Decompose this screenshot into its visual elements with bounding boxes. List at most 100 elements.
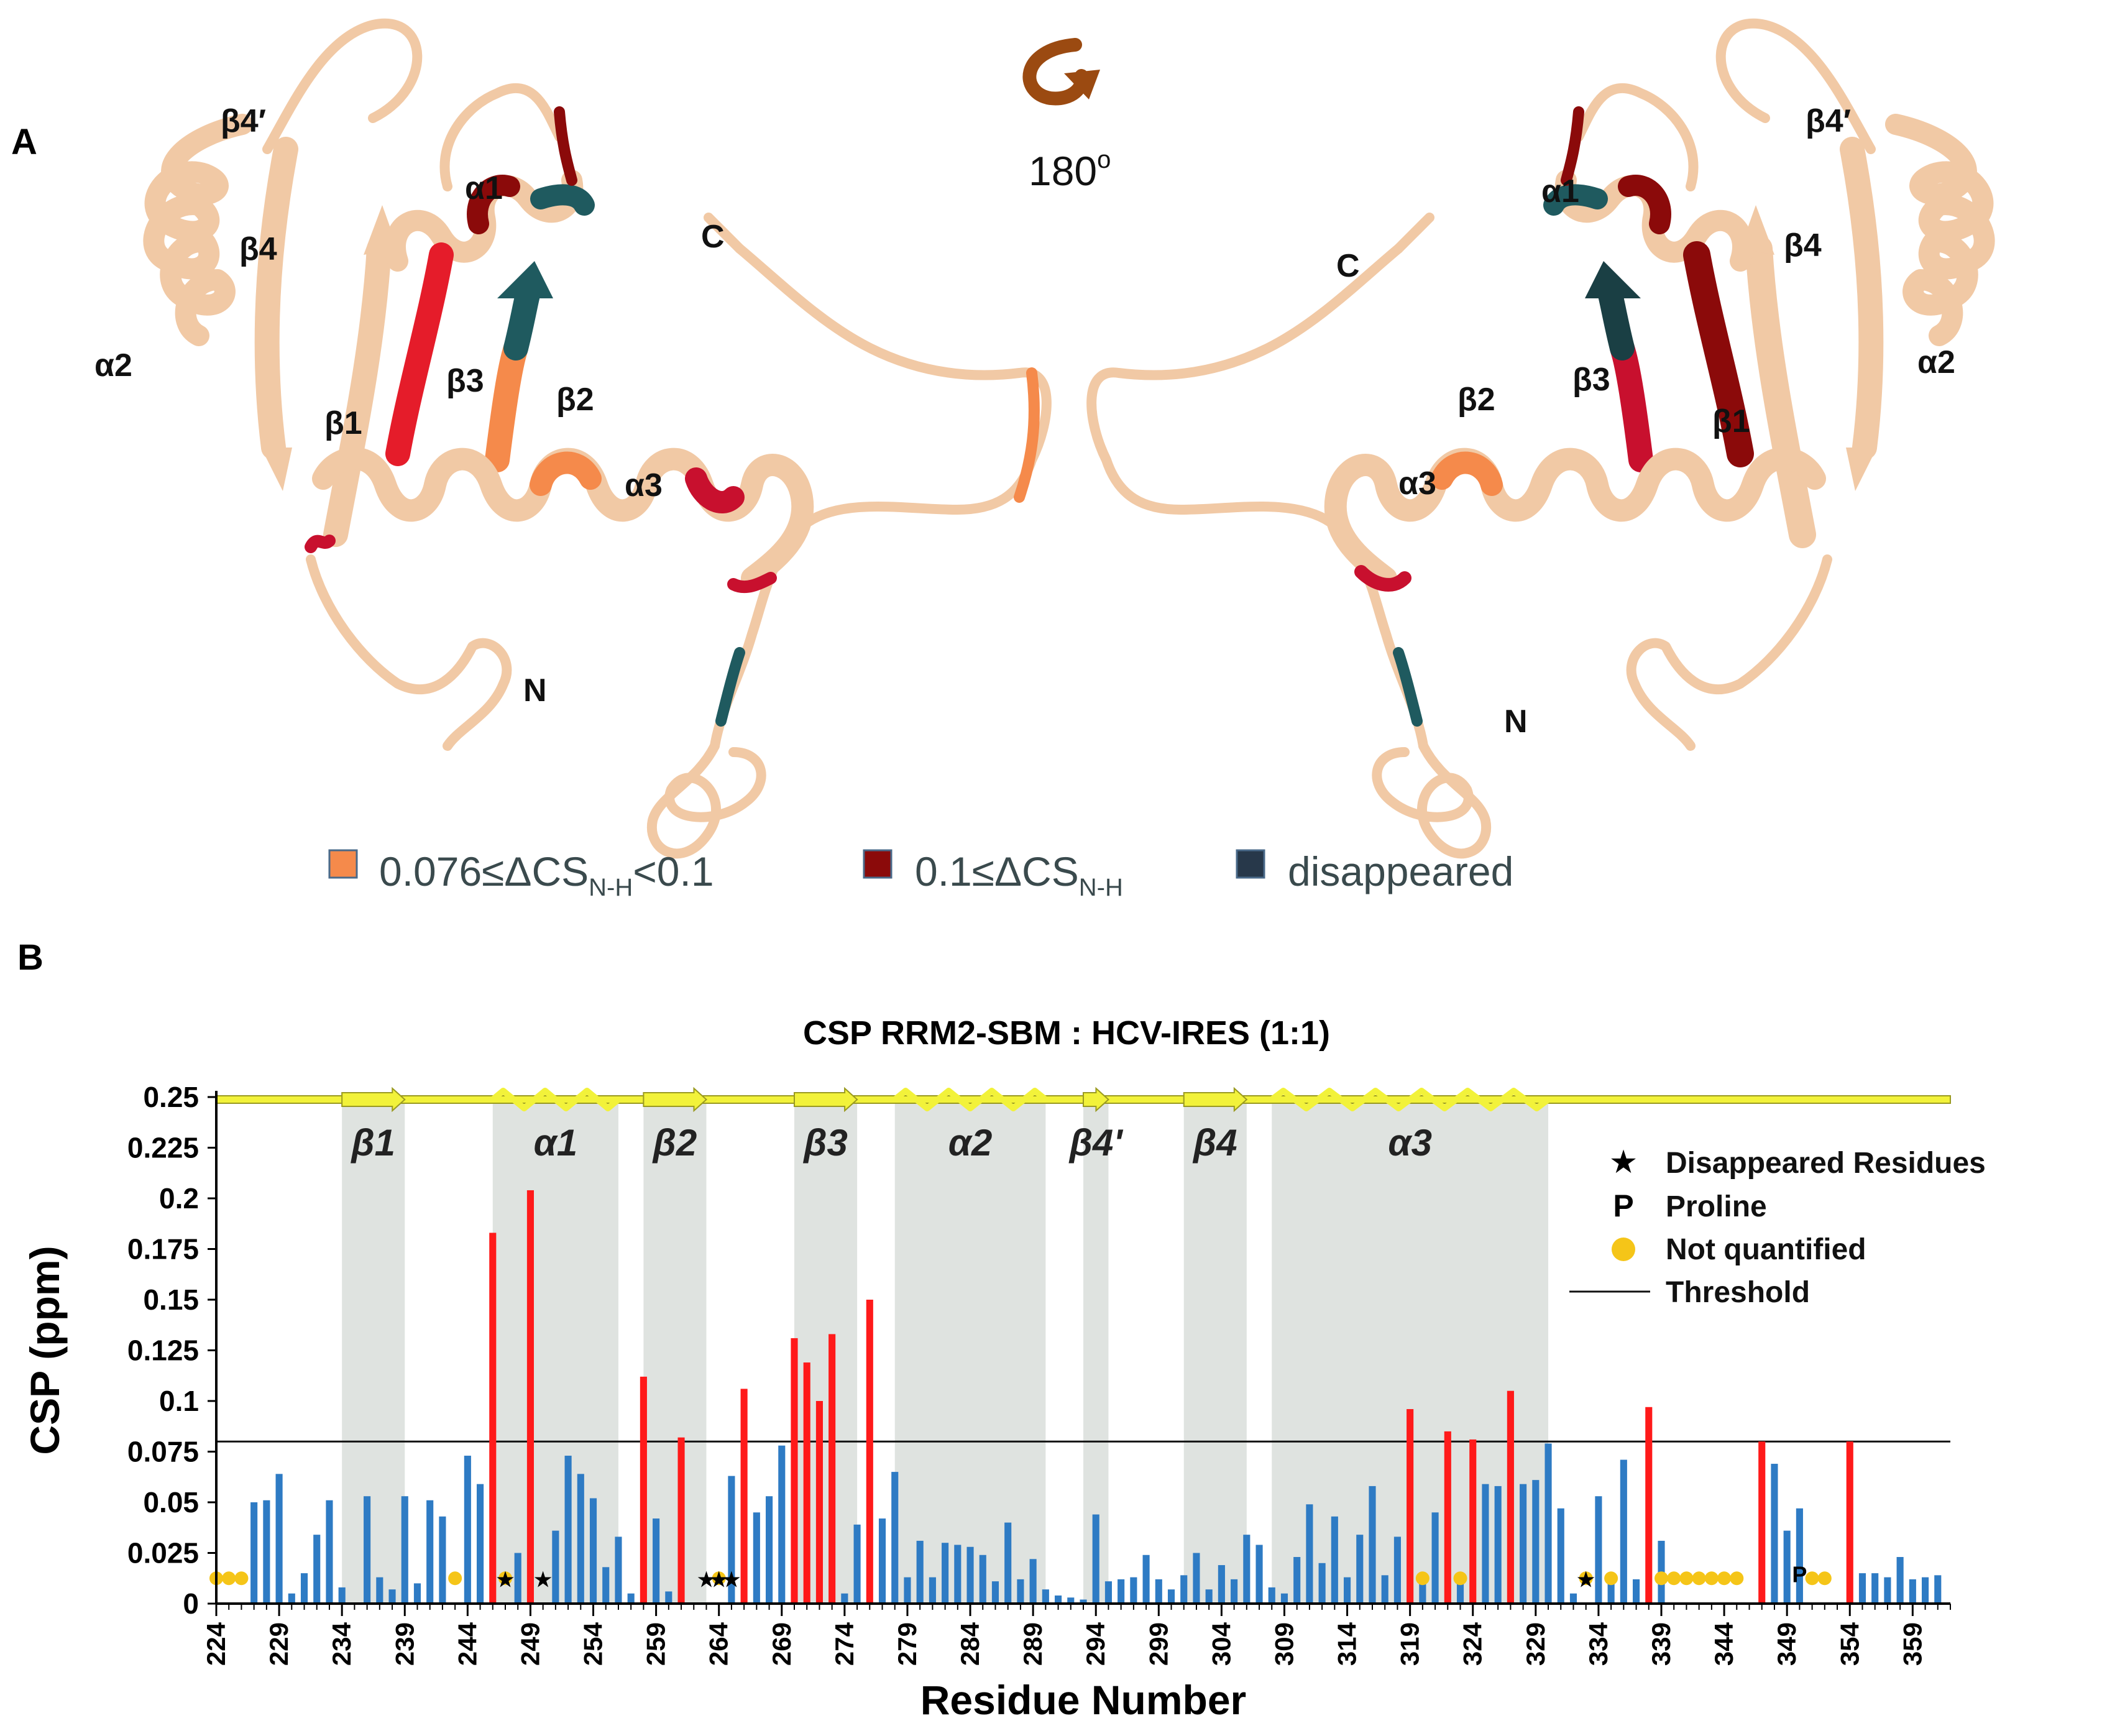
x-tick-label-19: 319 <box>1395 1622 1425 1666</box>
not-quantified-dot-225 <box>222 1571 236 1586</box>
bar-291 <box>1055 1595 1062 1604</box>
bar-261 <box>677 1437 685 1604</box>
right-label-a1: α1 <box>1541 173 1579 209</box>
bar-332 <box>1569 1593 1577 1604</box>
y-tick-label-1: 0.025 <box>127 1537 199 1569</box>
bar-337 <box>1633 1579 1640 1604</box>
bar-253 <box>577 1474 584 1604</box>
right-protein-cartoon <box>1086 18 1995 859</box>
ss-shade-0 <box>342 1097 405 1604</box>
bar-284 <box>966 1546 974 1604</box>
y-tick-label-9: 0.225 <box>127 1132 199 1164</box>
bar-229 <box>275 1474 283 1604</box>
ss-strand-3 <box>794 1086 858 1113</box>
ss-label-0: β1 <box>350 1122 395 1164</box>
y-tick-label-8: 0.2 <box>159 1182 199 1215</box>
bar-297 <box>1130 1577 1137 1604</box>
x-tick-label-27: 359 <box>1898 1622 1927 1666</box>
bar-328 <box>1520 1484 1527 1604</box>
x-tick-label-2: 234 <box>327 1622 356 1666</box>
bar-283 <box>954 1545 962 1604</box>
ss-helix-7 <box>1270 1088 1551 1111</box>
bar-336 <box>1620 1459 1627 1604</box>
bar-260 <box>665 1591 672 1604</box>
bar-280 <box>916 1540 924 1604</box>
ss-label-7: α3 <box>1388 1122 1432 1164</box>
x-tick-label-21: 329 <box>1521 1622 1550 1666</box>
bar-313 <box>1331 1516 1338 1604</box>
bar-348 <box>1771 1464 1778 1604</box>
bar-239 <box>401 1496 408 1604</box>
bar-268 <box>766 1496 773 1604</box>
right-label-a2: α2 <box>1917 344 1955 380</box>
bar-308 <box>1268 1587 1275 1604</box>
left-structure-labels: β4′ α1 β4 C α2 β3 β2 β1 α3 N <box>94 103 725 709</box>
y-tick-label-4: 0.1 <box>159 1385 199 1417</box>
panel-a-legend: 0.076≤ΔCSN-H<0.1 0.1≤ΔCSN-H disappeared <box>328 848 1513 901</box>
bar-248 <box>514 1553 521 1604</box>
bar-296 <box>1118 1579 1125 1604</box>
bar-356 <box>1871 1573 1879 1604</box>
ss-shade-6 <box>1183 1097 1247 1604</box>
x-tick-label-23: 339 <box>1646 1622 1676 1666</box>
bar-301 <box>1180 1575 1188 1604</box>
bar-316 <box>1369 1486 1376 1604</box>
disappeared-star-250: ★ <box>533 1566 553 1592</box>
bar-359 <box>1909 1579 1916 1604</box>
ss-strand-6 <box>1183 1086 1248 1113</box>
bar-236 <box>364 1496 371 1604</box>
legend-swatch-navy <box>1236 849 1265 879</box>
ss-strand-2 <box>643 1086 707 1113</box>
right-label-a3: α3 <box>1398 466 1436 502</box>
not-quantified-dot-344 <box>1717 1571 1732 1586</box>
x-tick-label-26: 354 <box>1835 1622 1864 1666</box>
x-tick-label-13: 289 <box>1018 1622 1047 1666</box>
ss-label-4: α2 <box>948 1122 993 1164</box>
y-tick-label-10: 0.25 <box>143 1081 199 1113</box>
x-tick-label-12: 284 <box>955 1622 984 1666</box>
ss-label-3: β3 <box>802 1122 848 1164</box>
bar-228 <box>263 1500 270 1604</box>
legend-text-disappeared: disappeared <box>1288 848 1513 894</box>
proline-mark-350: P <box>1792 1561 1807 1587</box>
bar-349 <box>1783 1530 1791 1604</box>
bar-322 <box>1444 1431 1451 1604</box>
legend-proline-label: Proline <box>1666 1190 1767 1223</box>
legend-swatch-darkred <box>863 849 893 879</box>
left-label-b1: β1 <box>324 405 362 441</box>
right-label-b1: β1 <box>1712 403 1750 439</box>
y-tick-label-0: 0 <box>183 1587 199 1620</box>
disappeared-star-263: ★ <box>696 1566 716 1592</box>
bar-233 <box>326 1500 333 1604</box>
ss-label-1: α1 <box>534 1122 578 1164</box>
legend-text-orange: 0.076≤ΔCSN-H<0.1 <box>379 848 714 901</box>
bar-245 <box>477 1484 484 1604</box>
x-tick-label-1: 229 <box>264 1622 293 1666</box>
bar-257 <box>627 1593 635 1604</box>
bar-318 <box>1393 1536 1401 1604</box>
bar-314 <box>1344 1577 1351 1604</box>
bar-256 <box>615 1536 622 1604</box>
bar-302 <box>1193 1553 1200 1604</box>
bar-272 <box>815 1401 823 1604</box>
x-tick-label-15: 299 <box>1144 1622 1173 1666</box>
bar-287 <box>1004 1522 1012 1604</box>
bar-232 <box>313 1535 321 1604</box>
disappeared-star-265: ★ <box>722 1566 741 1592</box>
bar-275 <box>853 1524 861 1604</box>
x-tick-label-25: 349 <box>1772 1622 1801 1666</box>
not-quantified-dot-335 <box>1604 1571 1618 1586</box>
not-quantified-dot-341 <box>1679 1571 1694 1586</box>
disappeared-star-333: ★ <box>1576 1566 1596 1592</box>
bar-358 <box>1896 1557 1904 1604</box>
not-quantified-dot-323 <box>1453 1571 1467 1586</box>
legend-star-icon: ★ <box>1609 1144 1638 1180</box>
legend-proline-symbol: P <box>1613 1188 1633 1223</box>
bar-251 <box>552 1530 559 1604</box>
bar-231 <box>300 1573 308 1604</box>
bar-246 <box>489 1233 497 1604</box>
bar-307 <box>1255 1545 1263 1604</box>
bar-276 <box>866 1300 873 1604</box>
bar-277 <box>878 1518 886 1604</box>
